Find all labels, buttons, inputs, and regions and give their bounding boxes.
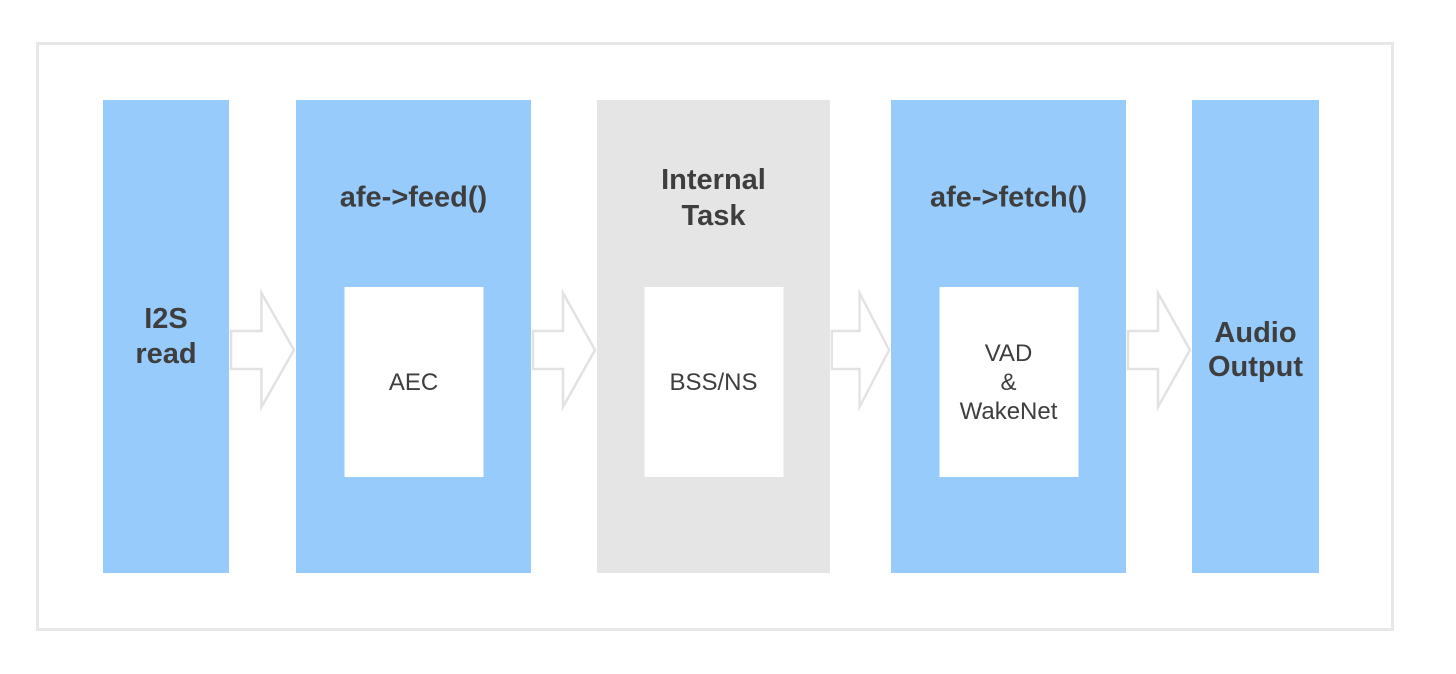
label-line: Internal xyxy=(661,164,766,196)
block-afe-feed-title: afe->feed() xyxy=(296,181,531,216)
block-i2s-read-label: I2S read xyxy=(103,302,229,372)
block-afe-feed: afe->feed() AEC xyxy=(296,100,531,573)
label-line: read xyxy=(135,338,197,370)
label-line: & xyxy=(1000,368,1017,396)
inner-block-bss-ns-label: BSS/NS xyxy=(669,368,757,397)
block-audio-output: Audio Output xyxy=(1192,100,1319,573)
label-line: Output xyxy=(1207,351,1303,383)
label-line: I2S xyxy=(144,303,188,335)
label-line: afe->feed() xyxy=(339,181,488,214)
block-internal-task-title: Internal Task xyxy=(597,162,830,234)
inner-block-vad-wakenet-label: VAD & WakeNet xyxy=(960,339,1058,426)
inner-block-bss-ns: BSS/NS xyxy=(644,287,783,477)
label-line: WakeNet xyxy=(959,397,1058,425)
block-audio-output-label: Audio Output xyxy=(1192,316,1319,384)
arrow-right-icon xyxy=(229,288,296,412)
block-afe-fetch: afe->fetch() VAD & WakeNet xyxy=(891,100,1126,573)
label-line: Task xyxy=(681,200,746,232)
label-line: afe->fetch() xyxy=(929,181,1088,214)
arrow-right-icon xyxy=(1126,288,1192,412)
block-i2s-read: I2S read xyxy=(103,100,229,573)
label-line: VAD xyxy=(984,339,1033,367)
label-line: AEC xyxy=(388,368,439,396)
label-line: Audio xyxy=(1214,317,1297,349)
arrow-right-icon xyxy=(830,288,891,412)
label-line: BSS/NS xyxy=(669,368,758,396)
arrow-right-icon xyxy=(531,288,597,412)
block-afe-fetch-title: afe->fetch() xyxy=(891,181,1126,216)
block-internal-task: Internal Task BSS/NS xyxy=(597,100,830,573)
inner-block-vad-wakenet: VAD & WakeNet xyxy=(939,287,1078,477)
inner-block-aec: AEC xyxy=(344,287,483,477)
inner-block-aec-label: AEC xyxy=(389,368,438,397)
